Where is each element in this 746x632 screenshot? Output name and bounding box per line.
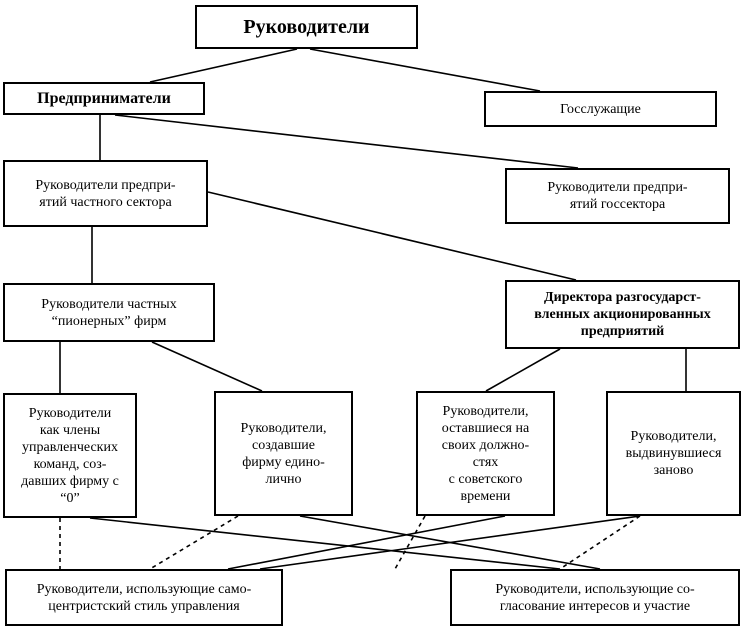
node-root: Руководители xyxy=(195,5,418,49)
node-newly-promoted: Руководители, выдвинувшиеся заново xyxy=(606,391,741,516)
node-privatized-directors: Директора разгосударст- вленных акционир… xyxy=(505,280,740,349)
connector-privatized-soviet xyxy=(485,348,561,392)
node-soviet-holdovers: Руководители, оставшиеся на своих должно… xyxy=(416,391,555,516)
connector-root-civil-servants xyxy=(309,48,541,92)
node-coordination-style: Руководители, использующие со- гласовани… xyxy=(450,569,740,626)
node-civil-servants: Госслужащие xyxy=(484,91,717,127)
node-self-centered-style: Руководители, использующие само- центрис… xyxy=(5,569,283,626)
connector-new-self xyxy=(259,515,641,570)
node-state-sector: Руководители предпри- ятий госсектора xyxy=(505,168,730,224)
dashed-new-coordination xyxy=(559,515,641,570)
node-entrepreneurs: Предприниматели xyxy=(3,82,205,115)
node-private-sector: Руководители предпри- ятий частного сект… xyxy=(3,160,208,227)
connector-soviet-self xyxy=(227,515,506,570)
connector-team-coordination xyxy=(89,517,561,570)
node-team-founders: Руководители как члены управленческих ко… xyxy=(3,393,137,518)
dashed-sole-self xyxy=(149,515,239,570)
node-sole-founders: Руководители, создавшие фирму едино- лич… xyxy=(214,391,353,516)
connector-pioneer-sole xyxy=(151,341,263,392)
connector-root-entrepreneurs xyxy=(149,48,298,83)
connector-entrepreneurs-state-sector xyxy=(114,114,579,169)
connector-private-privatized xyxy=(207,191,577,281)
node-pioneer-firms: Руководители частных “пионерных” фирм xyxy=(3,283,215,342)
dashed-soviet-coordination xyxy=(394,515,426,570)
